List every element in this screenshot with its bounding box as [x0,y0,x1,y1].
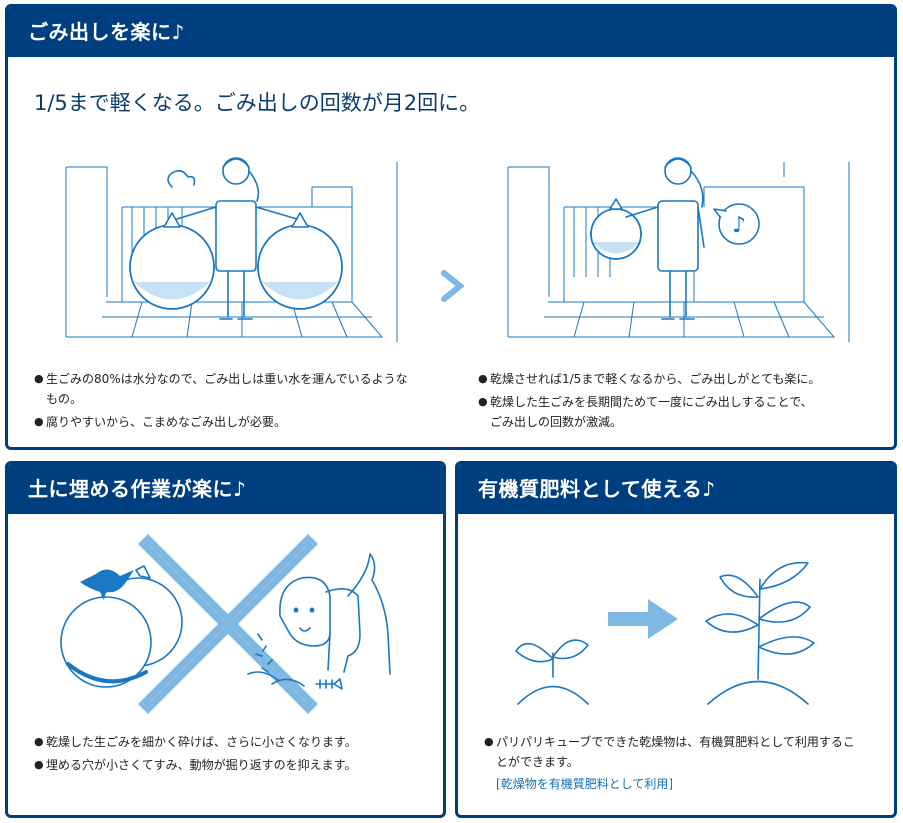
list-item: 埋める穴が小さくてすみ、動物が掘り返すのを抑えます。 [34,755,434,775]
bird-dog-crossed-illustration [48,534,408,719]
sprout-to-plant-illustration [508,549,848,709]
fertilizer-bullets: パリパリキューブでできた乾燥物は、有機質肥料として利用することができます。 乾燥… [484,732,864,794]
light-bag-illustration: ♪ [494,147,854,347]
bury-panel: 土に埋める作業が楽に♪ 乾燥した生ごみを細かく砕けば、さらに小さくなります。 埋… [5,461,446,818]
dispose-headline: 1/5まで軽くなる。ごみ出しの回数が月2回に。 [34,91,481,115]
chevron-right-icon [438,269,468,303]
svg-text:♪: ♪ [732,213,746,238]
heavy-bags-illustration [52,147,412,347]
fertilizer-link[interactable]: 乾燥物を有機質肥料として利用 [496,777,673,791]
dispose-left-bullets: 生ごみの80%は水分なので、ごみ出しは重い水を運んでいるようなもの。 腐りやすい… [34,369,414,432]
list-item: 乾燥した生ごみを細かく砕けば、さらに小さくなります。 [34,732,434,752]
fertilizer-panel-title: 有機質肥料として使える♪ [458,464,894,514]
list-item: パリパリキューブでできた乾燥物は、有機質肥料として利用することができます。 [484,732,864,772]
bury-bullets: 乾燥した生ごみを細かく砕けば、さらに小さくなります。 埋める穴が小さくてすみ、動… [34,732,434,775]
list-item: 腐りやすいから、こまめなごみ出しが必要。 [34,412,414,432]
bury-panel-title: 土に埋める作業が楽に♪ [8,464,443,514]
fertilizer-panel: 有機質肥料として使える♪ パリパリキューブでできた乾燥物は、有機質肥料として利用… [455,461,897,818]
dispose-right-bullets: 乾燥させれば1/5まで軽くなるから、ごみ出しがとても楽に。 乾燥した生ごみを長期… [478,369,823,432]
dispose-panel: ごみ出しを楽に♪ 1/5まで軽くなる。ごみ出しの回数が月2回に。 [5,4,897,450]
dispose-panel-title: ごみ出しを楽に♪ [8,7,894,57]
list-item: 乾燥させれば1/5まで軽くなるから、ごみ出しがとても楽に。 [478,369,823,389]
list-item: 生ごみの80%は水分なので、ごみ出しは重い水を運んでいるようなもの。 [34,369,414,409]
list-item: 乾燥した生ごみを長期間ためて一度にごみ出しすることで、ごみ出しの回数が激減。 [478,392,823,432]
